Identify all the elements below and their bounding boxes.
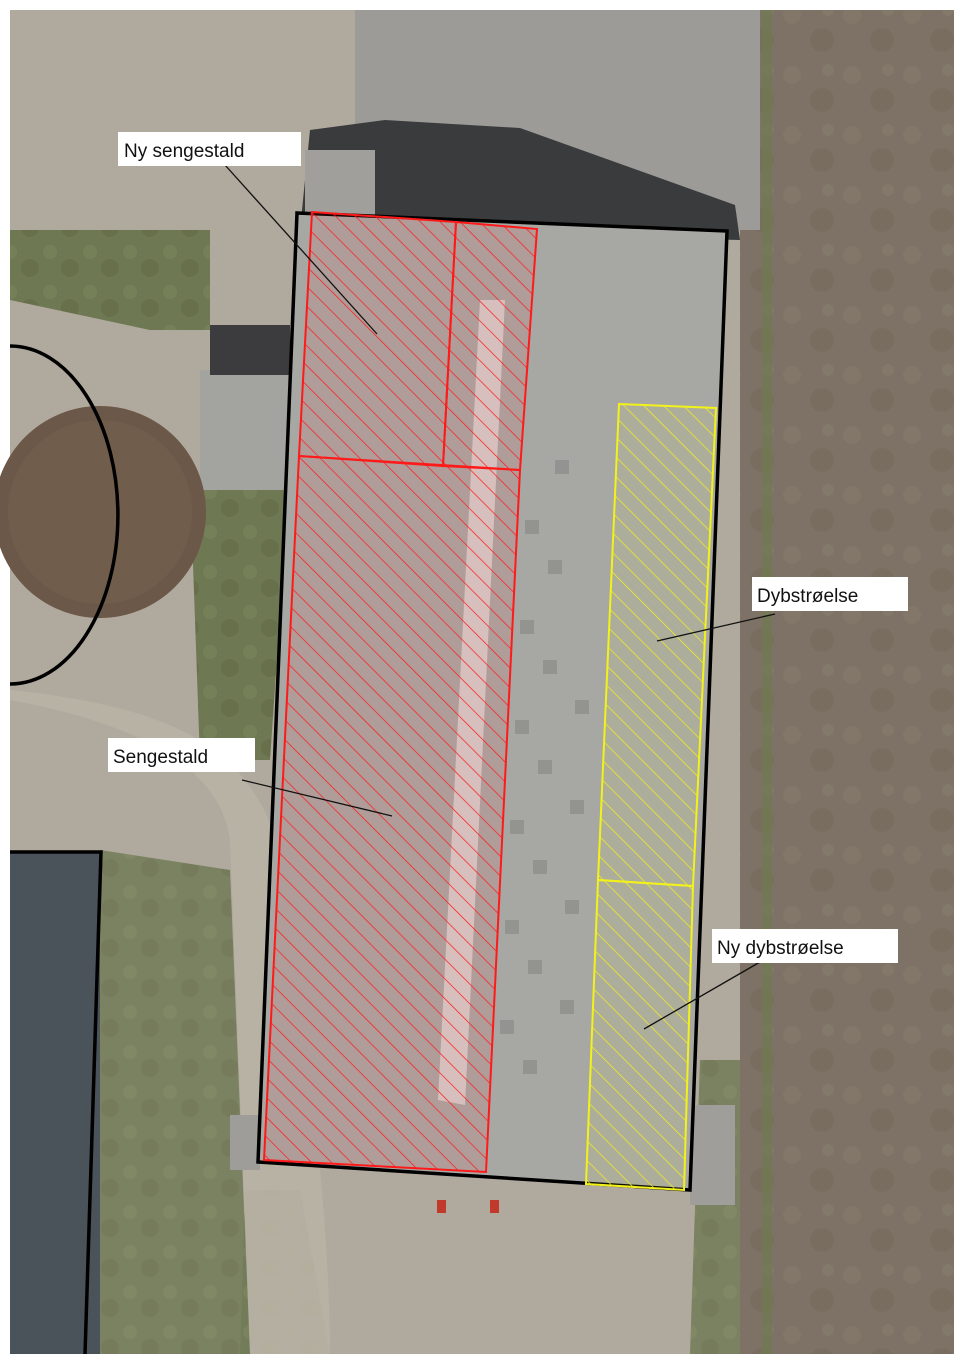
zone-ny-dybstroelse (584, 878, 695, 1192)
zone-sengestald (262, 454, 522, 1174)
zone-ny-sengestald (297, 210, 539, 472)
label-leaders (224, 164, 776, 1030)
leader-sengestald (241, 779, 393, 817)
map-label-dybstroelse: Dybstrøelse (752, 577, 908, 611)
map-label-sengestald: Sengestald (108, 738, 255, 772)
map-label-ny-dybstroelse: Ny dybstrøelse (712, 929, 898, 963)
label-dybstroelse-text: Dybstrøelse (757, 586, 858, 607)
label-ny-dybstroelse-text: Ny dybstrøelse (717, 938, 844, 959)
leader-dybstroelse (656, 613, 776, 642)
label-sengestald-text: Sengestald (113, 747, 208, 768)
leader-ny-dybstroelse (643, 961, 761, 1030)
building-outlines (9, 211, 729, 1355)
barn-outline (256, 211, 729, 1192)
leader-ny-sengestald (224, 164, 378, 335)
left-building-outline (10, 850, 103, 1355)
label-ny-sengestald-text: Ny sengestald (124, 141, 244, 162)
map-label-ny-sengestald: Ny sengestald (118, 132, 301, 166)
slurry-tank-outline (9, 344, 120, 686)
